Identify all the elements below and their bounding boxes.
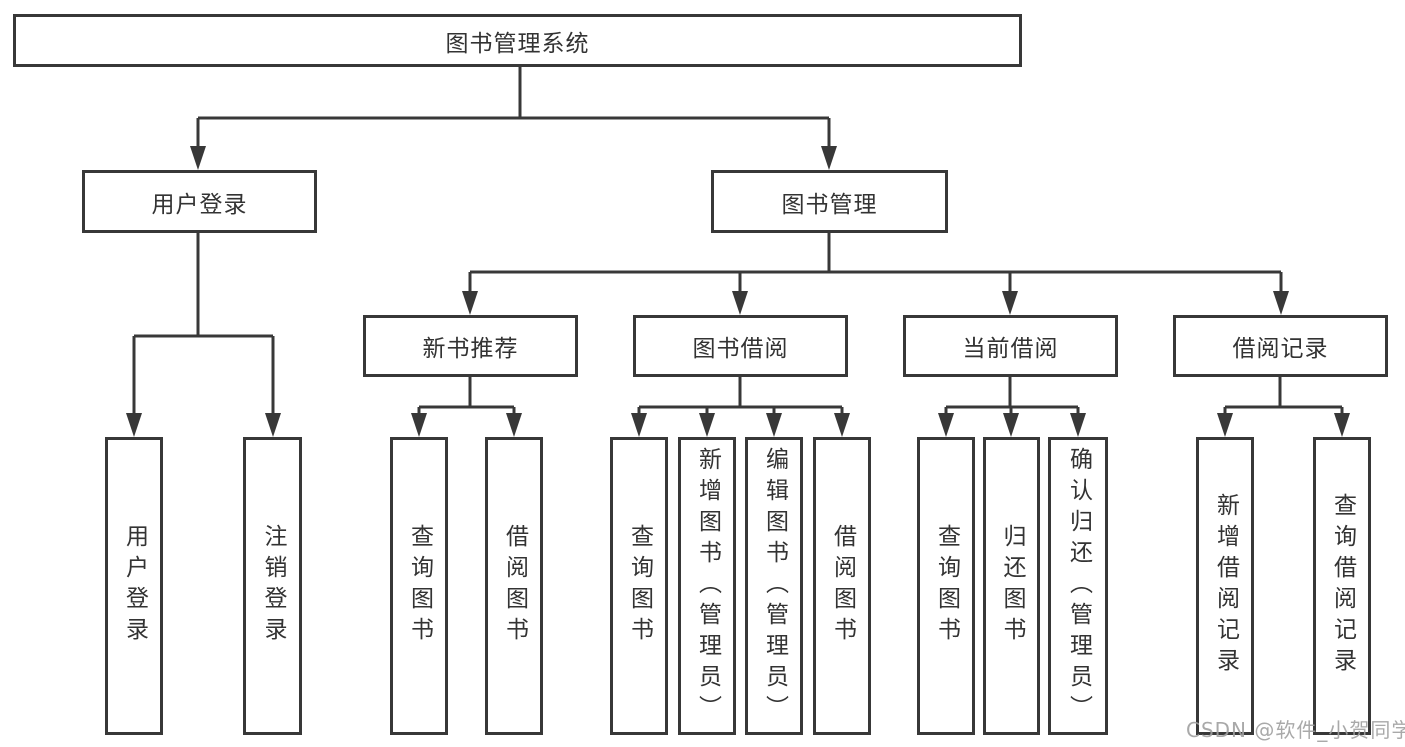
leaf-newbook-borrow-books-label: 借阅图书 xyxy=(501,524,528,648)
leaf-user-login-label: 用户登录 xyxy=(121,524,148,648)
leaf-borrowing-add-books-admin-label: 新增图书（管理员） xyxy=(694,446,721,726)
leaf-newbook-query-books: 查询图书 xyxy=(390,437,448,735)
node-current-borrowing-label: 当前借阅 xyxy=(962,336,1059,362)
leaf-record-query-borrow-record-label: 查询借阅记录 xyxy=(1329,493,1356,679)
leaf-logout-label: 注销登录 xyxy=(260,524,286,648)
leaf-user-login: 用户登录 xyxy=(105,437,163,735)
leaf-current-query-books: 查询图书 xyxy=(917,437,975,735)
node-current-borrowing: 当前借阅 xyxy=(903,315,1118,377)
leaf-current-return-books-label: 归还图书 xyxy=(999,524,1025,648)
leaf-borrowing-edit-books-admin: 编辑图书（管理员） xyxy=(745,437,803,735)
leaf-newbook-query-books-label: 查询图书 xyxy=(406,524,433,648)
leaf-logout: 注销登录 xyxy=(243,437,302,735)
leaf-borrowing-add-books-admin: 新增图书（管理员） xyxy=(678,437,736,735)
leaf-borrowing-query-books: 查询图书 xyxy=(610,437,668,735)
node-borrow-records: 借阅记录 xyxy=(1173,315,1388,377)
node-book-borrowing: 图书借阅 xyxy=(633,315,848,377)
leaf-record-add-borrow-record-label: 新增借阅记录 xyxy=(1212,493,1239,679)
node-library-system-label: 图书管理系统 xyxy=(445,30,590,57)
node-new-book-recommend-label: 新书推荐 xyxy=(422,336,519,362)
leaf-current-return-books: 归还图书 xyxy=(983,437,1040,735)
node-user-login-label: 用户登录 xyxy=(151,191,248,218)
node-book-management: 图书管理 xyxy=(711,170,948,233)
node-library-system: 图书管理系统 xyxy=(13,14,1022,67)
leaf-newbook-borrow-books: 借阅图书 xyxy=(485,437,543,735)
leaf-current-confirm-return-admin: 确认归还（管理员） xyxy=(1048,437,1108,735)
node-book-borrowing-label: 图书借阅 xyxy=(692,336,789,362)
leaf-record-add-borrow-record: 新增借阅记录 xyxy=(1196,437,1254,735)
csdn-watermark: CSDN @软件_小贺同学 xyxy=(1186,718,1405,742)
leaf-borrowing-borrow-books-label: 借阅图书 xyxy=(829,524,856,648)
node-new-book-recommend: 新书推荐 xyxy=(363,315,578,377)
leaf-borrowing-edit-books-admin-label: 编辑图书（管理员） xyxy=(761,446,788,726)
leaf-borrowing-query-books-label: 查询图书 xyxy=(626,524,653,648)
leaf-current-query-books-label: 查询图书 xyxy=(933,524,960,648)
node-user-login: 用户登录 xyxy=(82,170,317,233)
node-borrow-records-label: 借阅记录 xyxy=(1232,336,1329,362)
leaf-current-confirm-return-admin-label: 确认归还（管理员） xyxy=(1065,446,1092,726)
leaf-borrowing-borrow-books: 借阅图书 xyxy=(813,437,871,735)
node-book-management-label: 图书管理 xyxy=(781,191,878,218)
leaf-record-query-borrow-record: 查询借阅记录 xyxy=(1313,437,1371,735)
